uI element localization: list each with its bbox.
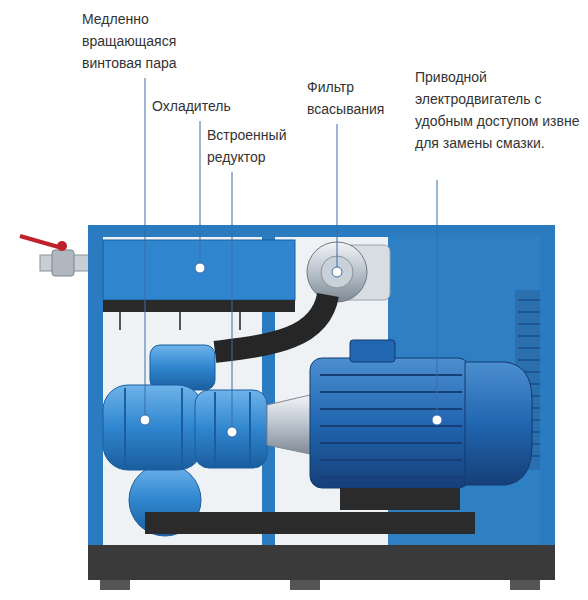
- part-label: Фильтр всасывания: [307, 76, 397, 120]
- part-label: Охладитель: [152, 95, 252, 117]
- part-label: Медленно вращающаяся винтовая пара: [82, 8, 197, 74]
- part-label: Встроенный редуктор: [207, 124, 302, 168]
- part-label: Приводной электродвигатель с удобным дос…: [415, 66, 583, 154]
